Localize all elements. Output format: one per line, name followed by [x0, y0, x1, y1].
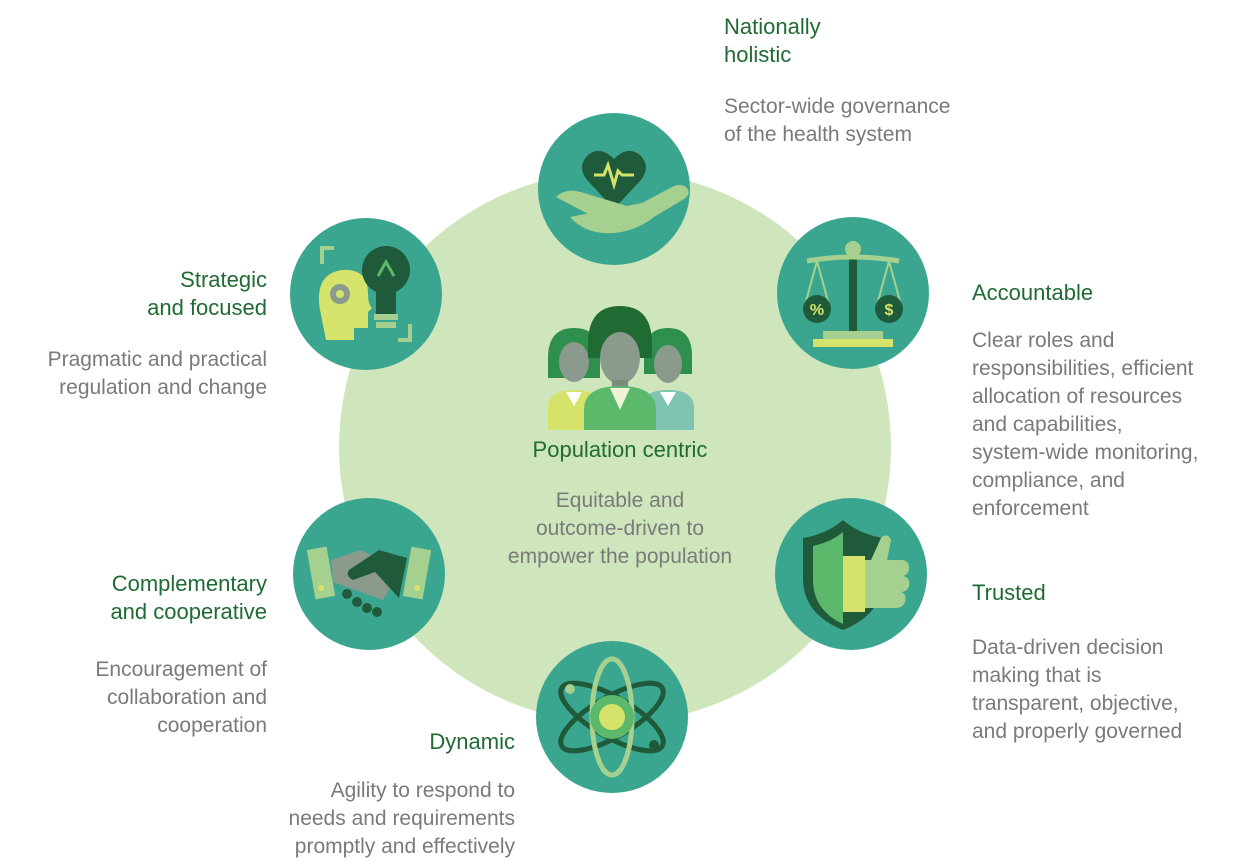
node-trusted: [775, 498, 927, 650]
title-nationally-holistic: Nationally holistic: [724, 14, 821, 67]
center-description: Equitable and outcome-driven to empower …: [507, 489, 733, 568]
handshake-icon: [306, 546, 432, 617]
title-trusted: Trusted: [972, 580, 1046, 605]
desc-accountable: Clear roles and responsibilities, effici…: [972, 329, 1199, 520]
svg-text:%: %: [810, 302, 824, 319]
head-lightbulb-icon: [318, 246, 412, 342]
desc-dynamic: Agility to respond to needs and requirem…: [288, 779, 515, 858]
shield-thumbs-up-icon: [803, 520, 910, 630]
desc-trusted: Data-driven decision making that is tran…: [972, 636, 1183, 743]
people-group-icon: [548, 306, 694, 430]
title-dynamic: Dynamic: [429, 729, 515, 754]
node-nationally-holistic: [538, 113, 690, 265]
node-accountable: % $: [777, 217, 929, 369]
desc-nationally-holistic: Sector-wide governance of the health sys…: [724, 95, 951, 146]
title-complementary: Complementary and cooperative: [110, 571, 267, 624]
center-title: Population centric: [532, 437, 708, 462]
svg-text:$: $: [885, 302, 894, 319]
desc-strategic: Pragmatic and practical regulation and c…: [47, 348, 267, 399]
desc-complementary: Encouragement of collaboration and coope…: [95, 658, 267, 737]
node-strategic: [290, 218, 442, 370]
heart-in-hand-icon: [556, 150, 689, 234]
title-accountable: Accountable: [972, 280, 1094, 305]
node-dynamic: [536, 641, 688, 793]
node-complementary: [293, 498, 445, 650]
title-strategic: Strategic and focused: [147, 267, 267, 320]
balance-scale-icon: % $: [803, 241, 903, 347]
atom-icon: [558, 656, 666, 778]
